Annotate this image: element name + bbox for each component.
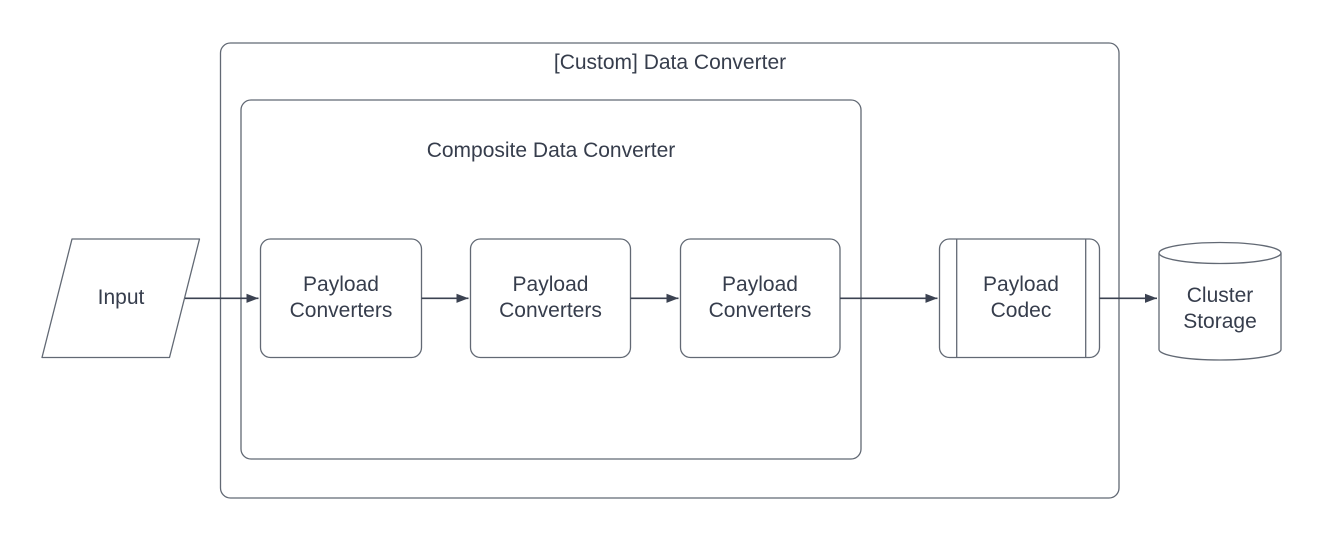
payload-converters-2-label: Payload Converters [499,273,602,322]
input-node [41,238,201,359]
cluster-storage-body [1158,253,1282,361]
payload-codec-node [938,238,1101,359]
cluster-storage-node [1158,241,1282,361]
cluster-storage-label: Cluster Storage [1183,284,1257,333]
input-node-label: Input [97,286,145,309]
composite-container-title: Composite Data Converter [426,139,676,162]
outer-container-title: [Custom] Data Converter [553,51,787,74]
payload-codec-label: Payload Codec [983,273,1059,322]
cluster-storage-top [1158,241,1282,265]
payload-converters-1-label: Payload Converters [289,273,393,322]
payload-converters-3-label: Payload Converters [708,273,812,322]
